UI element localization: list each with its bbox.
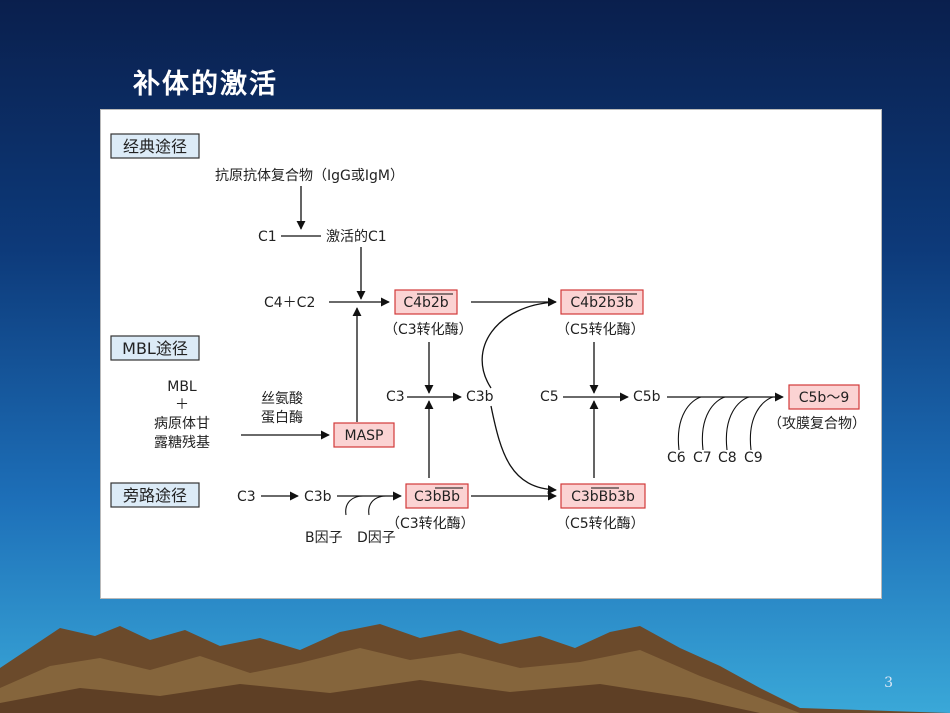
pathway-label-mbl: MBL途径: [110, 335, 200, 361]
svg-text:C4b2b: C4b2b: [403, 295, 448, 311]
node-factor-b: B因子: [305, 530, 343, 546]
mountain-decoration: [0, 624, 950, 713]
antigen-antibody-complex: 抗原抗体复合物（IgG或IgM）: [215, 167, 404, 184]
curve-c7: [701, 396, 726, 451]
svg-text:C5b～9: C5b～9: [799, 390, 849, 406]
svg-text:C3bBb3b: C3bBb3b: [571, 489, 635, 505]
mac-label: （攻膜复合物）: [768, 415, 866, 432]
node-activated-c1: 激活的C1: [326, 228, 387, 245]
pathway-label-alternative: 旁路途径: [110, 482, 200, 508]
node-c3-mid: C3: [386, 389, 405, 405]
c3-convertase-label-1: （C3转化酶）: [384, 322, 473, 338]
node-c5b: C5b: [633, 389, 661, 405]
curve-c6: [677, 396, 702, 451]
node-c7: C7: [693, 450, 712, 466]
svg-text:经典途径: 经典途径: [123, 137, 187, 156]
slide-title: 补体的激活: [133, 69, 278, 100]
node-c4-c2: C4＋C2: [264, 295, 315, 311]
pathway-label-classical: 经典途径: [110, 133, 200, 159]
svg-text:MBL途径: MBL途径: [122, 339, 188, 358]
serine-protease-line-2: 蛋白酶: [261, 410, 303, 426]
node-c6: C6: [667, 450, 686, 466]
node-factor-d: D因子: [357, 530, 396, 546]
box-c3bbb3b: C3bBb3b: [560, 483, 646, 509]
box-masp: MASP: [333, 422, 395, 448]
box-c4b2b: C4b2b: [394, 289, 458, 315]
curve-c8: [725, 396, 750, 451]
svg-text:MASP: MASP: [345, 428, 384, 444]
c5-convertase-label-2: （C5转化酶）: [556, 516, 645, 532]
c3-convertase-label-2: （C3转化酶）: [386, 516, 475, 532]
curve-c3b-to-c4b2b3b: [481, 301, 557, 389]
node-c1: C1: [258, 229, 277, 245]
node-c8: C8: [718, 450, 737, 466]
pathogen-line-1: 病原体甘: [154, 416, 210, 432]
curve-factor-d: [368, 495, 387, 516]
page-number: 3: [884, 675, 893, 691]
pathogen-line-2: 露糖残基: [154, 434, 210, 451]
diagram-panel: 经典途径 MBL途径 旁路途径 抗原抗体复合物（IgG或IgM） C1 激活的C…: [100, 109, 882, 599]
box-c3bbb: C3bBb: [405, 483, 469, 509]
svg-text:旁路途径: 旁路途径: [123, 486, 187, 505]
plus-sign: ＋: [175, 397, 189, 413]
curve-factor-b: [345, 495, 364, 516]
complement-diagram: 经典途径 MBL途径 旁路途径 抗原抗体复合物（IgG或IgM） C1 激活的C…: [110, 133, 866, 546]
node-c3-alt: C3: [237, 489, 256, 505]
svg-text:C4b2b3b: C4b2b3b: [570, 295, 633, 311]
c5-convertase-label-1: （C5转化酶）: [556, 322, 645, 338]
curve-c3b-to-c3bbb3b: [490, 405, 557, 495]
box-c4b2b3b: C4b2b3b: [560, 289, 644, 315]
curve-c9: [749, 396, 774, 451]
svg-text:C3bBb: C3bBb: [414, 489, 460, 505]
node-c3b-alt: C3b: [304, 489, 332, 505]
node-c9: C9: [744, 450, 763, 466]
serine-protease-line-1: 丝氨酸: [261, 391, 303, 407]
node-c3b-mid: C3b: [466, 389, 494, 405]
node-c5: C5: [540, 389, 559, 405]
node-mbl: MBL: [167, 379, 197, 395]
box-c5b9: C5b～9: [788, 384, 860, 410]
